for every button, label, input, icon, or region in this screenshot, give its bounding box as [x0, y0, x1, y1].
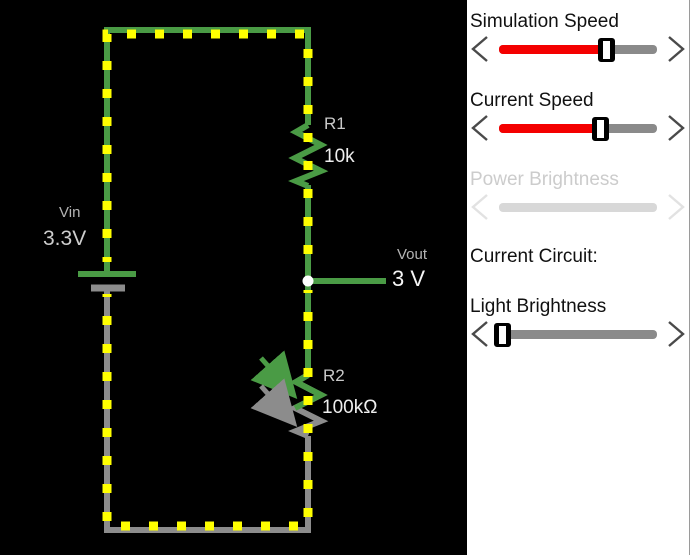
simulation-speed-slider[interactable]	[467, 34, 688, 64]
slider-thumb[interactable]	[598, 37, 616, 62]
wire-positive-loop[interactable]	[104, 27, 311, 271]
wire-ground-loop[interactable]	[104, 290, 311, 533]
current-dots	[102, 290, 313, 531]
slider-thumb[interactable]	[494, 322, 512, 347]
slider-increase-icon[interactable]	[665, 35, 687, 63]
vout-node[interactable]	[302, 275, 314, 287]
resistor-r1[interactable]	[288, 122, 329, 189]
slider-decrease-icon	[471, 194, 488, 220]
power-brightness-label: Power Brightness	[470, 169, 619, 190]
slider-increase-icon[interactable]	[665, 114, 687, 142]
panel-right-border	[689, 0, 690, 555]
light-brightness-slider[interactable]	[467, 319, 688, 349]
light-arrow-icon	[250, 350, 298, 399]
slider-decrease-icon[interactable]	[469, 35, 491, 63]
slider-decrease-icon[interactable]	[469, 114, 491, 142]
slider-track[interactable]	[494, 322, 657, 347]
slider-thumb[interactable]	[592, 116, 610, 141]
control-panel: Simulation Speed Current Speed	[467, 0, 692, 555]
circuit-canvas[interactable]: Vin 3.3V R1 10k Vout 3 V R2 100kΩ	[0, 0, 467, 555]
slider-increase-icon	[668, 194, 685, 220]
r1-value: 10k	[324, 146, 355, 167]
current-circuit-heading: Current Circuit:	[470, 246, 598, 267]
r1-label: R1	[324, 114, 346, 133]
slider-track[interactable]	[499, 37, 657, 62]
slider-decrease-icon[interactable]	[469, 320, 491, 348]
r2-label: R2	[323, 366, 345, 385]
light-brightness-label: Light Brightness	[470, 296, 607, 317]
vin-value: 3.3V	[43, 227, 87, 250]
slider-fill	[499, 45, 607, 54]
light-arrow-icon	[250, 378, 298, 427]
slider-track	[499, 203, 657, 212]
vin-label: Vin	[59, 204, 81, 221]
current-speed-label: Current Speed	[470, 90, 594, 111]
vout-value: 3 V	[392, 266, 426, 291]
vout-label: Vout	[397, 246, 428, 263]
current-speed-slider[interactable]	[467, 113, 688, 143]
circuit-drawing	[78, 27, 386, 533]
slider-track[interactable]	[499, 116, 657, 141]
power-brightness-slider	[467, 192, 688, 222]
current-dots	[102, 29, 313, 272]
simulation-speed-label: Simulation Speed	[470, 11, 619, 32]
slider-increase-icon[interactable]	[665, 320, 687, 348]
slider-fill	[499, 124, 601, 133]
r2-value: 100kΩ	[322, 397, 378, 418]
